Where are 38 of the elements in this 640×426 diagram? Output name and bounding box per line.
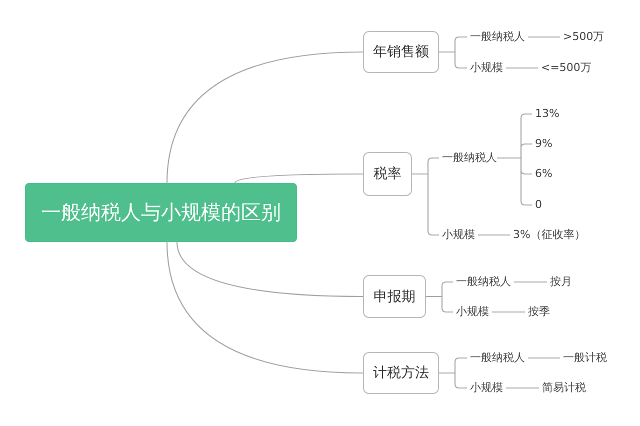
bracket-connector [426,296,453,313]
connector-line [528,357,560,359]
topic-box: 计税方法 [363,352,439,394]
value-label: 0 [535,198,542,212]
value-label: 一般计税 [563,351,607,365]
branch-label: 小规模 [456,305,489,319]
topic-box: 申报期 [363,275,426,318]
curved-connector [234,173,363,184]
value-label: 简易计税 [542,381,586,395]
value-label: >500万 [563,30,604,44]
bracket-connector [439,51,467,69]
branch-label: 小规模 [470,381,503,395]
curved-connector [166,51,364,184]
value-label: 3%（征收率） [513,228,586,242]
topic-box: 年销售额 [363,31,439,73]
value-label: 按月 [550,275,572,289]
branch-label: 小规模 [442,228,475,242]
branch-label: 小规模 [470,61,503,75]
connector-line [528,36,560,38]
value-label: 6% [535,167,552,181]
value-label: 按季 [528,305,550,319]
curved-connector [176,242,363,298]
branch-label: 一般纳税人 [442,151,497,165]
value-label: <=500万 [541,61,592,75]
branch-label: 一般纳税人 [456,275,511,289]
branch-label: 一般纳税人 [470,351,525,365]
connector-line [506,67,538,69]
connector-line [478,234,510,236]
value-label: 13% [535,107,560,121]
connector-line [492,311,525,313]
curved-connector [166,242,364,374]
bracket-connector [439,372,467,389]
branch-label: 一般纳税人 [470,30,525,44]
central-topic-box: 一般纳税人与小规模的区别 [25,183,297,242]
connector-line [514,281,547,283]
connector-line [506,387,539,389]
topic-box: 税率 [363,152,412,196]
value-label: 9% [535,137,552,151]
